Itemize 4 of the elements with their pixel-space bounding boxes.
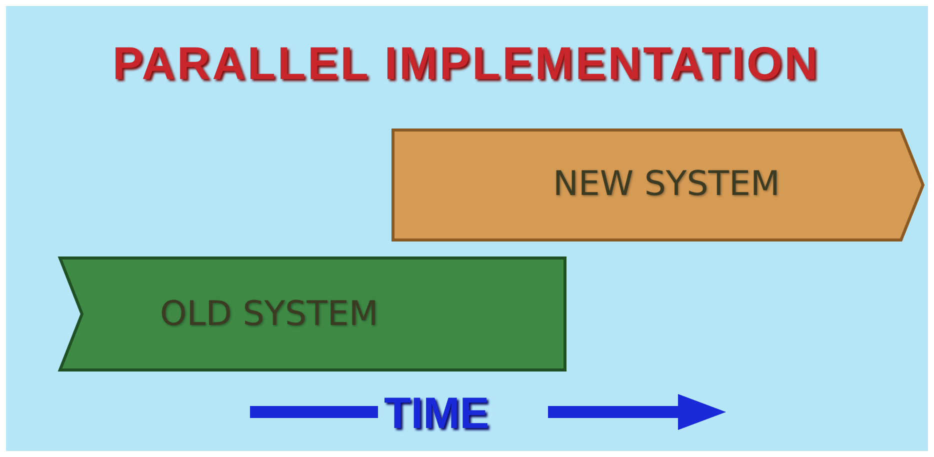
banner-label: NEW SYSTEM [553,164,780,204]
title: PARALLEL IMPLEMENTATION [111,36,820,90]
banner-label: OLD SYSTEM [160,294,378,334]
axis-label: TIME [384,389,490,439]
